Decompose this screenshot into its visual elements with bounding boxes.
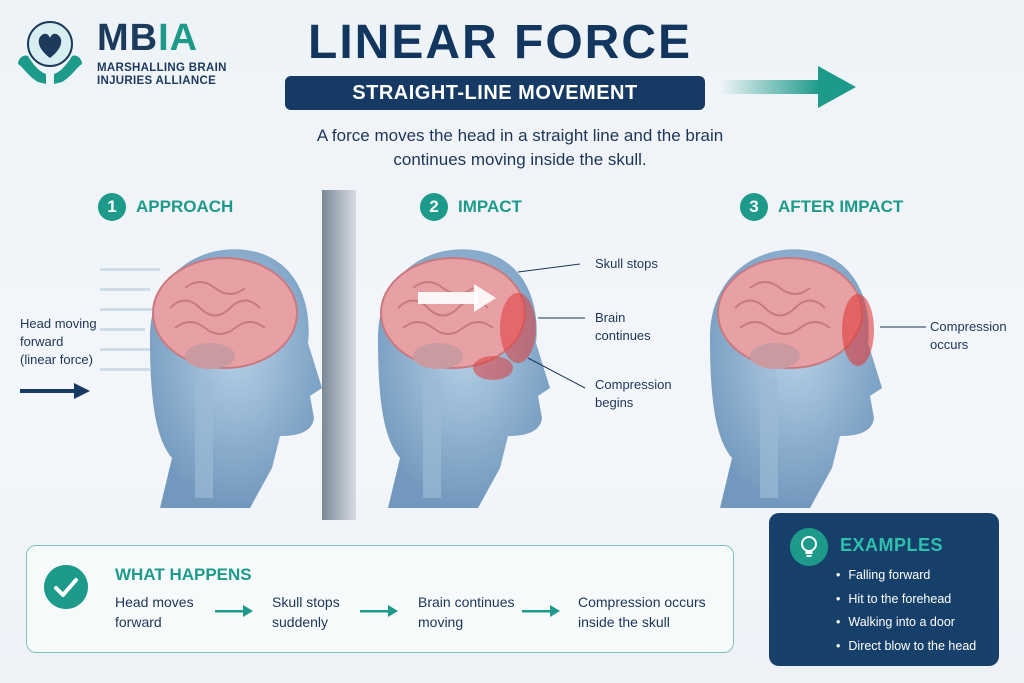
flow-step-4: Compression occurs inside the skull: [578, 592, 706, 632]
example-item: Hit to the forehead: [836, 588, 976, 612]
flow-step-4-line1: Compression occurs: [578, 594, 706, 610]
flow-step-1-line1: Head moves: [115, 594, 194, 610]
flow-step-3: Brain continues moving: [418, 592, 515, 632]
check-icon: [44, 565, 88, 609]
compression-occurs-label: Compression occurs: [930, 318, 1007, 354]
step-3-title: AFTER IMPACT: [778, 197, 904, 216]
lightbulb-icon: [790, 528, 828, 566]
page-title: LINEAR FORCE: [308, 16, 692, 69]
skull-stops-label: Skull stops: [595, 256, 658, 271]
flow-step-3-line1: Brain continues: [418, 594, 515, 610]
step-3-number: 3: [740, 193, 768, 221]
step-3-header: 3 AFTER IMPACT: [740, 193, 903, 221]
head-brain-icon: [100, 249, 322, 508]
step-1-number: 1: [98, 193, 126, 221]
step-2-number: 2: [420, 193, 448, 221]
brain-continues-line2: continues: [595, 328, 651, 343]
example-item: Direct blow to the head: [836, 635, 976, 659]
logo-ia: IA: [158, 17, 199, 59]
description: A force moves the head in a straight lin…: [250, 124, 790, 172]
leader-lines: [517, 263, 586, 389]
step-1-label-line1: Head moving: [20, 316, 97, 331]
compression-begins-line1: Compression: [595, 377, 672, 392]
brain-continues-label: Brain continues: [595, 309, 651, 345]
flow-step-4-line2: inside the skull: [578, 614, 670, 630]
head-brain-icon: [710, 249, 882, 508]
arrow-right-icon: [522, 605, 560, 617]
compression-begins-line2: begins: [595, 395, 634, 410]
flow-step-2-line1: Skull stops: [272, 594, 340, 610]
step-1-label-line2: forward: [20, 334, 64, 349]
step-1-label: Head moving forward (linear force): [20, 315, 97, 369]
description-line1: A force moves the head in a straight lin…: [316, 126, 724, 145]
leader-line: [880, 326, 926, 328]
arrow-right-icon: [20, 383, 90, 399]
example-item: Walking into a door: [836, 611, 976, 635]
logo-line1: MARSHALLING BRAIN: [97, 62, 227, 74]
brain-continues-line1: Brain: [595, 310, 626, 325]
step-1-title: APPROACH: [136, 197, 234, 216]
logo-mb: MB: [97, 17, 159, 59]
compression-occurs-line2: occurs: [930, 337, 969, 352]
step-1-label-line3: (linear force): [20, 352, 93, 367]
compression-begins-label: Compression begins: [595, 376, 672, 412]
logo-wordmark: MBIA: [97, 18, 198, 58]
page-subtitle: STRAIGHT-LINE MOVEMENT: [285, 76, 705, 110]
arrow-right-icon: [720, 66, 856, 108]
arrow-right-icon: [215, 605, 253, 617]
step-2-title: IMPACT: [458, 197, 522, 216]
flow-step-2-line2: suddenly: [272, 614, 329, 630]
examples-list: Falling forward Hit to the forehead Walk…: [836, 564, 976, 658]
step-1-header: 1 APPROACH: [98, 193, 233, 221]
heart-hands-logo-icon: [18, 21, 82, 84]
wall-icon: [322, 190, 356, 520]
flow-step-3-line2: moving: [418, 614, 464, 630]
compression-occurs-line1: Compression: [930, 319, 1007, 334]
what-happens-title: WHAT HAPPENS: [115, 565, 252, 584]
flow-step-2: Skull stops suddenly: [272, 592, 340, 632]
what-happens-box: [26, 545, 734, 653]
logo-line2: INJURIES ALLIANCE: [97, 75, 217, 87]
description-line2: continues moving inside the skull.: [393, 150, 647, 169]
flow-step-1-line2: forward: [115, 614, 162, 630]
logo-subtitle: MARSHALLING BRAIN INJURIES ALLIANCE: [97, 62, 227, 88]
example-item: Falling forward: [836, 564, 976, 588]
step-2-header: 2 IMPACT: [420, 193, 522, 221]
flow-step-1: Head moves forward: [115, 592, 194, 632]
examples-title: EXAMPLES: [840, 535, 944, 555]
arrow-right-icon: [360, 605, 398, 617]
head-brain-icon: [378, 249, 550, 508]
